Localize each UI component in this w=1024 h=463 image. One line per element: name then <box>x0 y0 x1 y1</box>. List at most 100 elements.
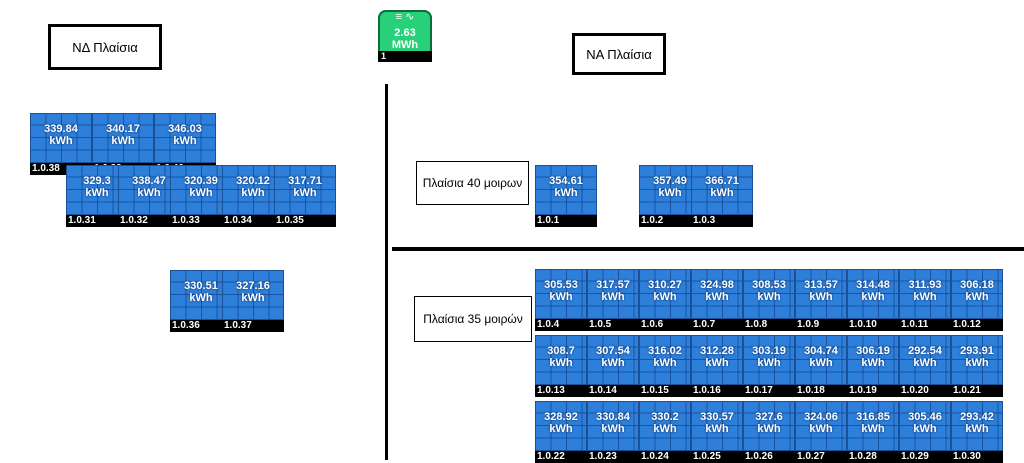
panel-face <box>639 401 691 451</box>
panel-energy-value: 304.74 <box>804 345 838 357</box>
horizontal-divider <box>392 247 1024 251</box>
panel-id: 1.0.4 <box>535 319 587 331</box>
panel-energy-unit: kWh <box>705 357 729 369</box>
panel-energy-unit: kWh <box>861 357 885 369</box>
panel-id: 1.0.3 <box>691 215 753 227</box>
panel-face <box>847 269 899 319</box>
panel-id: 1.0.5 <box>587 319 639 331</box>
panel-id: 1.0.29 <box>899 451 951 463</box>
inverter-icon: ≡ ∿ <box>395 11 415 23</box>
panel-id: 1.0.13 <box>535 385 587 397</box>
panel-face <box>170 165 232 215</box>
solar-panel[interactable]: 346.03kWh1.0.40 <box>154 113 216 175</box>
panel-energy-value: 328.92 <box>544 411 578 423</box>
panel-energy-value: 292.54 <box>908 345 942 357</box>
panel-energy-value: 329.3 <box>83 175 111 187</box>
panel-energy-unit: kWh <box>601 357 625 369</box>
panel-energy-value: 324.06 <box>804 411 838 423</box>
panel-id: 1.0.27 <box>795 451 847 463</box>
panel-face <box>535 269 587 319</box>
panel-energy-value: 327.6 <box>755 411 783 423</box>
panel-energy-unit: kWh <box>705 291 729 303</box>
panel-id: 1.0.12 <box>951 319 1003 331</box>
panel-id: 1.0.30 <box>951 451 1003 463</box>
panel-face <box>154 113 216 163</box>
panel-energy-value: 324.98 <box>700 279 734 291</box>
panel-face <box>535 165 597 215</box>
panel-energy-unit: kWh <box>601 423 625 435</box>
panel-energy-unit: kWh <box>653 423 677 435</box>
panel-energy-value: 311.93 <box>908 279 942 291</box>
panel-face <box>639 335 691 385</box>
panel-energy-unit: kWh <box>757 291 781 303</box>
panel-id: 1.0.10 <box>847 319 899 331</box>
panel-face <box>535 401 587 451</box>
panel-energy-value: 340.17 <box>106 123 140 135</box>
panel-face <box>92 113 154 163</box>
panel-id: 1.0.6 <box>639 319 691 331</box>
panel-energy-value: 308.53 <box>752 279 786 291</box>
panel-face <box>743 335 795 385</box>
panel-energy-unit: kWh <box>757 357 781 369</box>
panel-id: 1.0.20 <box>899 385 951 397</box>
panel-face <box>691 401 743 451</box>
panel-face <box>847 401 899 451</box>
panel-face <box>847 335 899 385</box>
panel-face <box>743 269 795 319</box>
panel-energy-unit: kWh <box>965 357 989 369</box>
panel-energy-value: 308.7 <box>547 345 575 357</box>
panel-energy-value: 303.19 <box>752 345 786 357</box>
panel-energy-value: 330.84 <box>596 411 630 423</box>
